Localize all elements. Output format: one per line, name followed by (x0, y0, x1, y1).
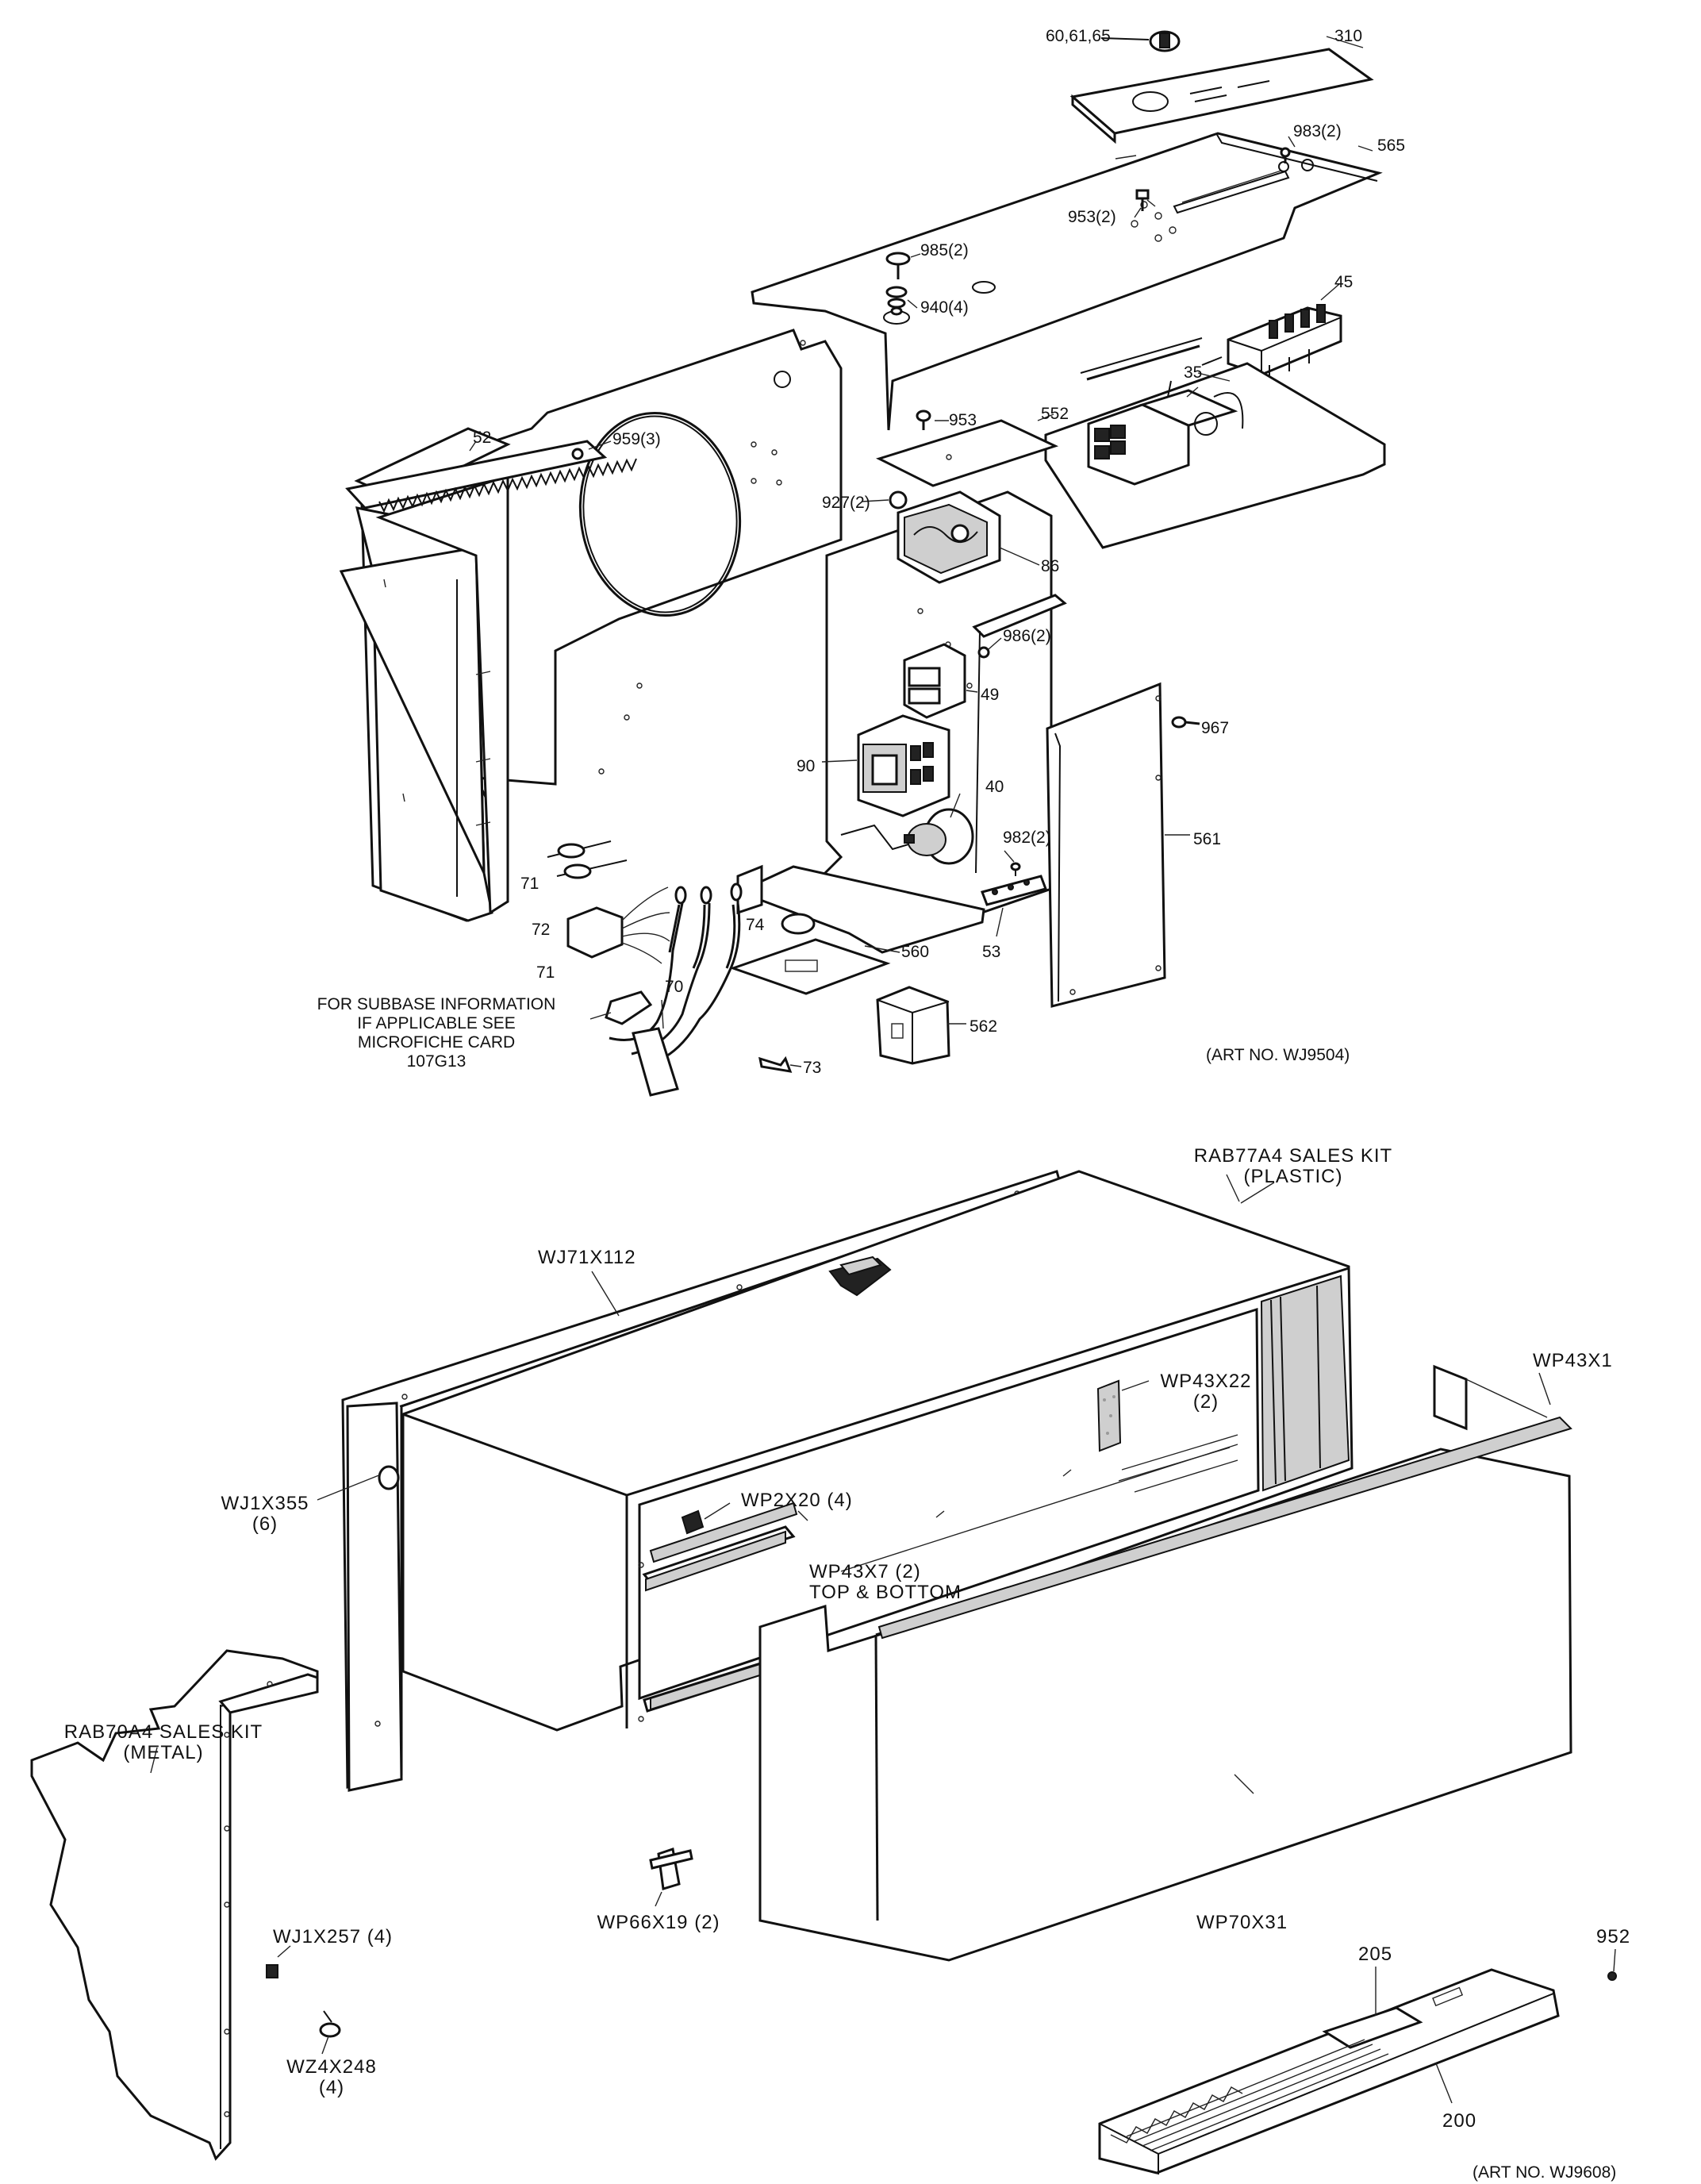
callout-rab77a4-line1: RAB77A4 SALES KIT (1194, 1145, 1392, 1167)
callout-35: 35 (1184, 363, 1202, 382)
control-panel-plate (1069, 48, 1374, 144)
art-number-top: (ART NO. WJ9504) (1206, 1046, 1350, 1064)
cord-bracket (876, 986, 966, 1065)
subbase-note-line-4: 107G13 (407, 1052, 467, 1071)
side-access-panel (1046, 682, 1190, 1008)
callout-rab77a4-line2: (PLASTIC) (1243, 1166, 1342, 1187)
callout-967: 967 (1201, 719, 1229, 737)
callout-72: 72 (532, 921, 550, 939)
power-cord-harness (547, 840, 743, 1097)
callout-wp70x31: WP70X31 (1196, 1912, 1288, 1933)
mounting-screws (885, 136, 1296, 316)
callout-49: 49 (981, 686, 999, 704)
callout-wj1x257: WJ1X257 (4) (273, 1926, 393, 1948)
callout-60-61-65: 60,61,65 (1046, 27, 1111, 45)
callout-86: 86 (1041, 557, 1059, 575)
callout-959: 959(3) (612, 430, 661, 448)
gasket-screw (317, 1465, 400, 1501)
callout-wz4x248-line2: (4) (319, 2077, 344, 2098)
callout-953-2: 953(2) (1068, 208, 1116, 226)
art-number-bottom: (ART NO. WJ9608) (1473, 2163, 1616, 2182)
callout-90: 90 (797, 757, 815, 775)
callout-565: 565 (1377, 136, 1405, 155)
callout-45: 45 (1334, 273, 1353, 291)
callout-70: 70 (665, 978, 683, 996)
bottom-callout-labels: RAB77A4 SALES KIT (PLASTIC) WJ71X112 WP4… (64, 1145, 1630, 2182)
callout-310: 310 (1334, 27, 1362, 45)
callout-71-b: 71 (536, 963, 555, 982)
base-bracket (729, 864, 985, 995)
callout-560: 560 (901, 943, 929, 961)
callout-wz4x248-line1: WZ4X248 (286, 2056, 377, 2078)
callout-71-a: 71 (520, 875, 539, 893)
callout-rab70a4-line2: (METAL) (123, 1742, 203, 1763)
subbase-note-line-1: FOR SUBBASE INFORMATION (317, 995, 556, 1013)
corner-clip (681, 1502, 731, 1535)
subbase-note-line-2: IF APPLICABLE SEE (357, 1014, 516, 1032)
callout-52: 52 (473, 429, 491, 447)
callout-wp43x22-line2: (2) (1193, 1391, 1219, 1413)
control-mounting-bracket (751, 132, 1383, 431)
callout-wp66x19: WP66X19 (2) (597, 1912, 720, 1933)
callout-74: 74 (746, 916, 765, 934)
callout-wj71x112: WJ71X112 (538, 1247, 636, 1268)
callout-940: 940(4) (920, 298, 969, 317)
gasket-frame (341, 1170, 1062, 1792)
callout-wj1x355-line2: (6) (252, 1513, 278, 1535)
callout-wp43x1: WP43X1 (1533, 1350, 1613, 1371)
cabinet-kit-diagram: RAB77A4 SALES KIT (PLASTIC) WJ71X112 WP4… (30, 1145, 1630, 2182)
callout-927: 927(2) (822, 494, 870, 512)
callout-986: 986(2) (1003, 627, 1051, 645)
callout-952: 952 (1596, 1926, 1630, 1948)
callout-wp43x7-line2: TOP & BOTTOM (809, 1582, 962, 1603)
terminal-block (1227, 283, 1342, 379)
callout-953: 953 (949, 411, 977, 429)
control-knob (1100, 30, 1181, 52)
callout-561: 561 (1193, 830, 1221, 848)
louver-strip (345, 440, 637, 513)
clip-74 (781, 913, 816, 935)
metal-side-kit (30, 1649, 319, 2161)
subbase-note-line-3: MICROFICHE CARD (358, 1033, 515, 1052)
relay (903, 637, 1002, 719)
selector-switch (1044, 337, 1386, 549)
callout-40: 40 (985, 778, 1004, 796)
fan-switch (904, 793, 974, 865)
callout-wp43x22-line1: WP43X22 (1160, 1371, 1251, 1392)
callout-wp43x7-line1: WP43X7 (2) (809, 1561, 921, 1582)
callout-wp2x20: WP2X20 (4) (741, 1490, 853, 1511)
base-pan (1098, 1948, 1617, 2174)
callout-562: 562 (970, 1017, 997, 1036)
callout-985: 985(2) (920, 241, 969, 260)
callout-200: 200 (1442, 2110, 1476, 2132)
callout-rab70a4-line1: RAB70A4 SALES KIT (64, 1721, 263, 1743)
front-panel (758, 1364, 1572, 1962)
control-chassis-diagram: 60,61,65 310 983(2) 565 953(2) 985(2) 94… (317, 27, 1405, 1097)
bracket-clip (649, 1848, 693, 1907)
callout-983: 983(2) (1293, 122, 1342, 140)
screw-967 (1171, 716, 1200, 729)
actuator-rod (1086, 344, 1200, 381)
clip-73 (758, 1055, 802, 1073)
terminal-strip (981, 850, 1047, 937)
fan-shroud-panel (339, 329, 843, 922)
capacitor (861, 490, 1040, 584)
transformer (821, 714, 950, 817)
top-callout-labels: 60,61,65 310 983(2) 565 953(2) 985(2) 94… (473, 27, 1405, 1077)
callout-wj1x355-line1: WJ1X355 (221, 1493, 309, 1514)
callout-53: 53 (982, 943, 1000, 961)
horizontal-seal-strip (649, 1502, 808, 1563)
subbase-note: FOR SUBBASE INFORMATION IF APPLICABLE SE… (317, 995, 556, 1071)
callout-73: 73 (803, 1059, 821, 1077)
vertical-seal-strip (1096, 1379, 1150, 1452)
cover-plate (875, 410, 1059, 487)
callout-982: 982(2) (1003, 829, 1051, 847)
callout-552: 552 (1041, 405, 1069, 423)
kit-fasteners (266, 1945, 341, 2055)
callout-205: 205 (1358, 1944, 1392, 1965)
